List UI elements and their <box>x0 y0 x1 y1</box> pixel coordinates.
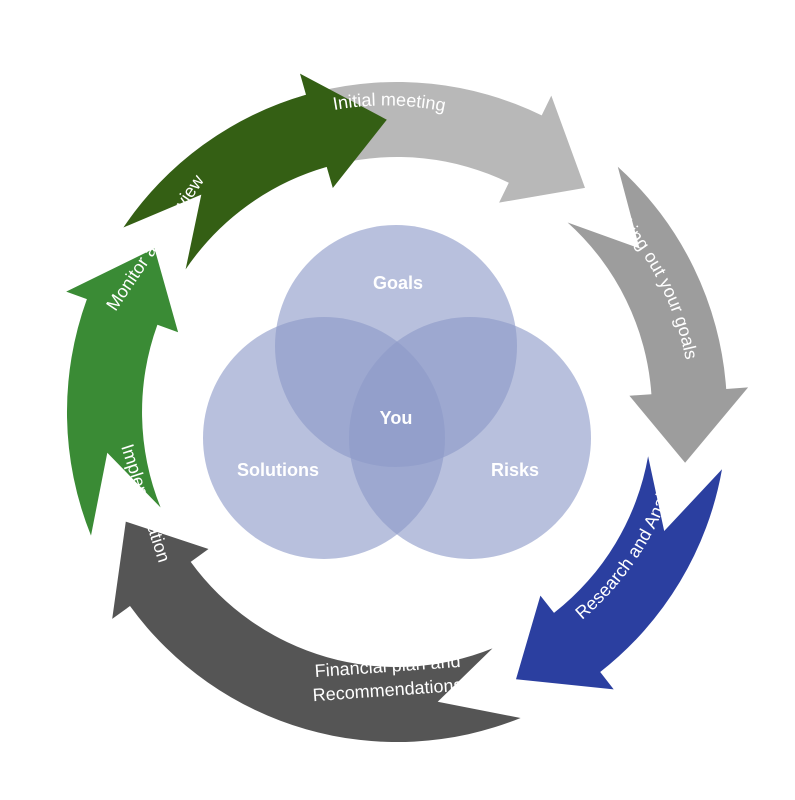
arrow-working-out-goals <box>567 166 749 463</box>
venn-circle-risks <box>349 317 591 559</box>
arrow-implementation <box>66 248 179 536</box>
venn-label-goals: Goals <box>373 273 423 293</box>
arrow-research-analysis <box>516 456 722 690</box>
arrow-financial-plan <box>112 521 521 743</box>
venn-label-solutions: Solutions <box>237 460 319 480</box>
arrow-monitor-review <box>123 73 387 270</box>
venn-label-center: You <box>380 408 413 428</box>
venn-label-risks: Risks <box>491 460 539 480</box>
venn-diagram: Goals Solutions Risks You <box>203 225 591 559</box>
